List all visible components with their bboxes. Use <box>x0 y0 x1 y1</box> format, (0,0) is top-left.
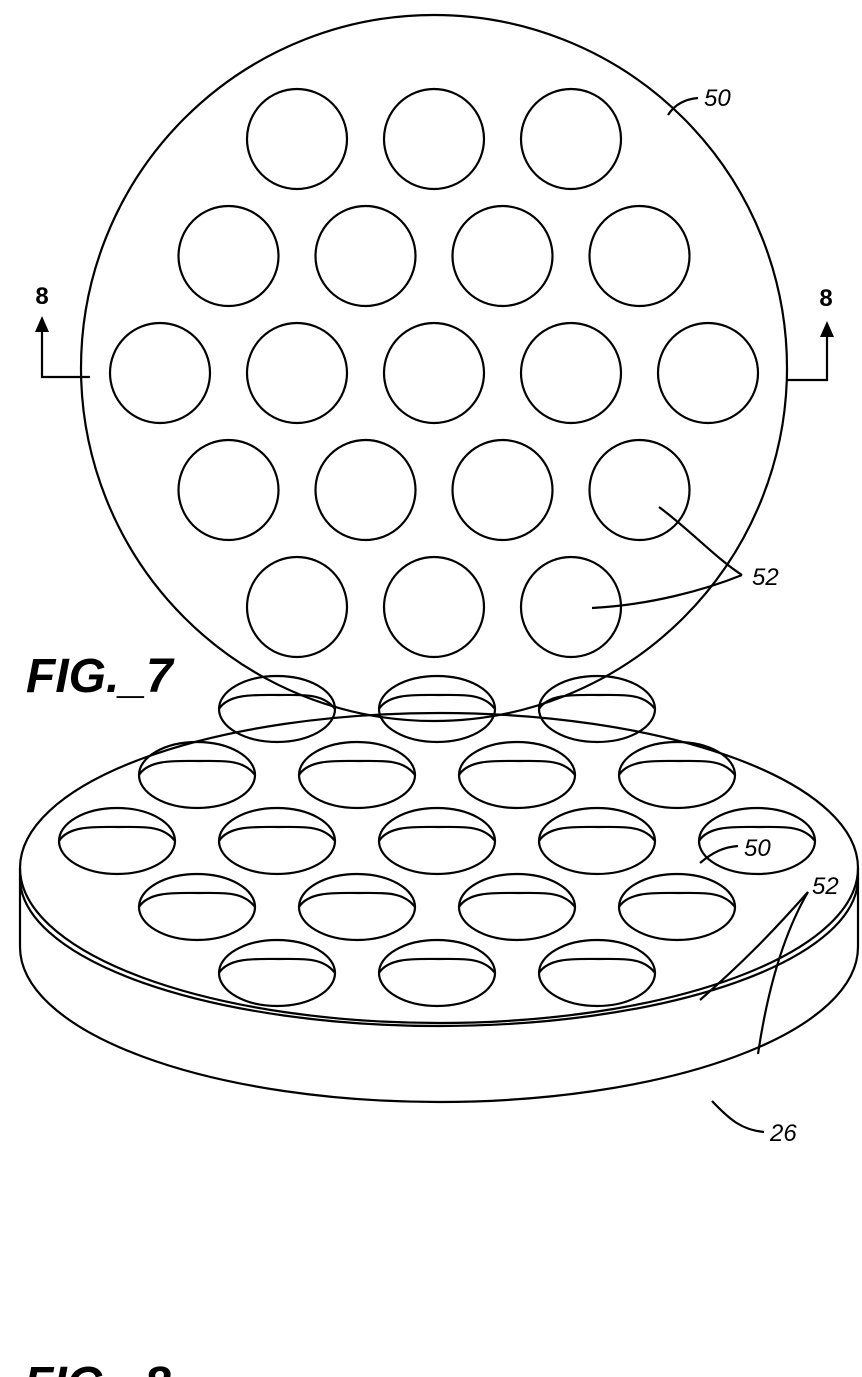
label-holes: 52 <box>752 564 779 591</box>
hole-group <box>59 676 815 1006</box>
hole <box>379 940 495 1006</box>
hole <box>110 323 210 423</box>
label-plate: 50 <box>744 835 771 862</box>
label-holes: 52 <box>812 873 839 900</box>
section-marker-right: 8 <box>786 285 834 380</box>
label-plate: 50 <box>704 85 731 112</box>
hole <box>219 676 335 742</box>
hole <box>379 676 495 742</box>
hole <box>459 874 575 940</box>
hole <box>658 323 758 423</box>
hole <box>139 874 255 940</box>
hole <box>453 206 553 306</box>
leader-base <box>712 1101 764 1132</box>
hole <box>619 742 735 808</box>
hole <box>59 808 175 874</box>
plate-outline <box>81 15 787 721</box>
hole <box>459 742 575 808</box>
hole <box>179 206 279 306</box>
hole-group <box>110 89 758 657</box>
hole <box>179 440 279 540</box>
hole <box>384 89 484 189</box>
hole <box>219 808 335 874</box>
hole <box>453 440 553 540</box>
hole <box>316 206 416 306</box>
hole <box>521 89 621 189</box>
hole <box>247 89 347 189</box>
hole <box>619 874 735 940</box>
hole <box>539 940 655 1006</box>
label-base: 26 <box>769 1120 797 1147</box>
section-label-left: 8 <box>35 283 48 310</box>
hole <box>384 323 484 423</box>
figure-caption: FIG._7 <box>26 650 175 703</box>
hole <box>521 323 621 423</box>
hole <box>299 742 415 808</box>
hole <box>247 557 347 657</box>
figure-8: 50 52 26 FIG._8 <box>20 676 858 1377</box>
hole <box>139 742 255 808</box>
hole <box>247 323 347 423</box>
hole <box>384 557 484 657</box>
hole <box>590 206 690 306</box>
section-label-right: 8 <box>819 285 832 312</box>
hole <box>379 808 495 874</box>
hole <box>299 874 415 940</box>
figure-7: 8 8 50 52 FIG._7 <box>26 15 834 721</box>
hole <box>219 940 335 1006</box>
hole <box>590 440 690 540</box>
leader-holes-b <box>758 892 808 1054</box>
leader-plate <box>700 846 738 863</box>
leader-holes-b <box>592 575 742 608</box>
leader-holes-a <box>659 507 742 575</box>
figure-caption: FIG._8 <box>24 1358 171 1377</box>
hole <box>539 676 655 742</box>
hole <box>539 808 655 874</box>
hole <box>316 440 416 540</box>
